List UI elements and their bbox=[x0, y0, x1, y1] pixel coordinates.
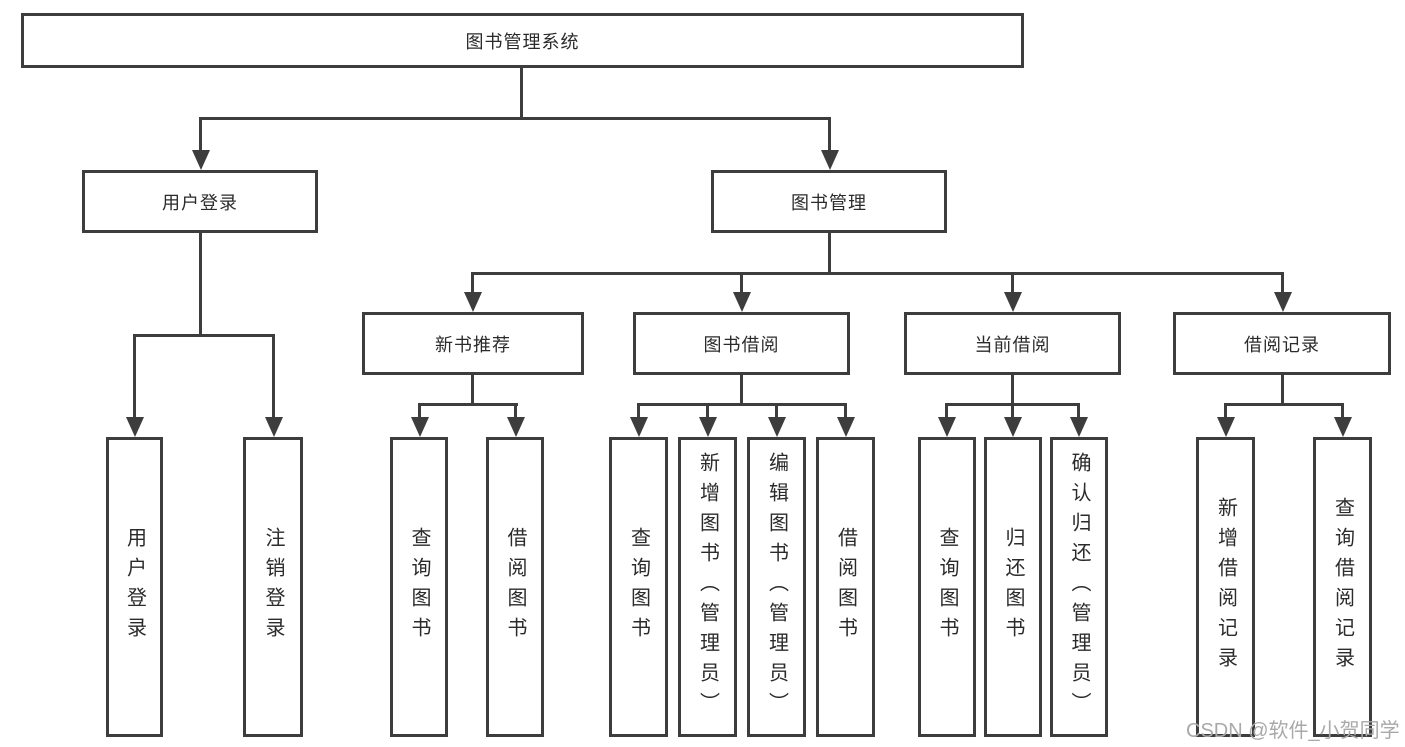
leaf-newbook-borrow-book-label: 借阅图书 bbox=[504, 527, 526, 647]
connector-to-leaf-logout bbox=[272, 334, 275, 420]
arrow-down-record-query bbox=[1334, 417, 1352, 437]
arrow-down-borrow-query bbox=[630, 417, 648, 437]
connector-root-stub bbox=[520, 68, 523, 120]
leaf-record-query-record: 查询借阅记录 bbox=[1313, 437, 1372, 737]
leaf-logout-label: 注销登录 bbox=[262, 527, 284, 647]
connector-bookborrow-stub bbox=[740, 375, 743, 406]
leaf-current-confirm-return-label: 确认归还（管理员） bbox=[1068, 452, 1090, 722]
node-book-borrow: 图书借阅 bbox=[633, 312, 850, 375]
node-borrow-record: 借阅记录 bbox=[1173, 312, 1391, 375]
leaf-borrow-borrow-book-label: 借阅图书 bbox=[834, 527, 857, 647]
leaf-logout: 注销登录 bbox=[243, 437, 303, 737]
leaf-borrow-edit-book: 编辑图书（管理员） bbox=[747, 437, 806, 737]
connector-leaf-line bbox=[945, 403, 948, 420]
watermark-csdn: CSDN @软件_小贺同学 bbox=[1186, 720, 1400, 742]
connector-newbook-hbar bbox=[418, 403, 518, 406]
connector-leaf-line bbox=[706, 403, 709, 420]
connector-to-leaf-user-login bbox=[133, 334, 136, 420]
leaf-newbook-query-book: 查询图书 bbox=[390, 437, 448, 737]
leaf-current-return-book-label: 归还图书 bbox=[1002, 527, 1024, 647]
connector-leaf-line bbox=[418, 403, 421, 420]
connector-to-new-book bbox=[471, 272, 474, 294]
leaf-user-login-label: 用户登录 bbox=[123, 527, 146, 647]
node-book-borrow-label: 图书借阅 bbox=[703, 334, 780, 355]
connector-record-hbar bbox=[1224, 403, 1344, 406]
connector-to-current-borrow bbox=[1011, 272, 1014, 294]
connector-leaf-line bbox=[775, 403, 778, 420]
connector-userlogin-stub bbox=[199, 233, 202, 337]
arrow-down-newbook-borrow bbox=[507, 417, 525, 437]
leaf-record-query-record-label: 查询借阅记录 bbox=[1331, 497, 1354, 677]
connector-bookborrow-hbar bbox=[637, 403, 847, 406]
connector-newbook-stub bbox=[471, 375, 474, 406]
arrow-down-current-return bbox=[1004, 417, 1022, 437]
arrow-down-current-borrow bbox=[1004, 292, 1022, 312]
node-library-system: 图书管理系统 bbox=[21, 13, 1024, 68]
arrow-down-newbook-query bbox=[411, 417, 429, 437]
arrow-down-leaf-logout bbox=[265, 417, 283, 437]
leaf-borrow-add-book: 新增图书（管理员） bbox=[678, 437, 737, 737]
node-library-system-label: 图书管理系统 bbox=[465, 31, 580, 52]
connector-userlogin-hbar bbox=[133, 334, 275, 337]
connector-leaf-line bbox=[514, 403, 517, 420]
arrow-down-borrow-add bbox=[699, 417, 717, 437]
node-new-book-recommend: 新书推荐 bbox=[362, 312, 584, 375]
leaf-current-query-book-label: 查询图书 bbox=[936, 527, 958, 647]
node-book-management-label: 图书管理 bbox=[791, 192, 867, 213]
arrow-down-book-management bbox=[821, 150, 839, 170]
leaf-current-return-book: 归还图书 bbox=[984, 437, 1042, 737]
leaf-borrow-add-book-label: 新增图书（管理员） bbox=[696, 452, 719, 722]
leaf-current-confirm-return: 确认归还（管理员） bbox=[1050, 437, 1108, 737]
arrow-down-book-borrow bbox=[733, 292, 751, 312]
leaf-newbook-borrow-book: 借阅图书 bbox=[486, 437, 544, 737]
arrow-down-borrow-borrow bbox=[837, 417, 855, 437]
arrow-down-record-add bbox=[1217, 417, 1235, 437]
connector-level3-hbar bbox=[471, 272, 1283, 275]
connector-to-user-login bbox=[199, 117, 202, 152]
connector-to-book-borrow bbox=[740, 272, 743, 294]
connector-leaf-line bbox=[1341, 403, 1344, 420]
node-borrow-record-label: 借阅记录 bbox=[1244, 334, 1320, 355]
connector-record-stub bbox=[1281, 375, 1284, 406]
arrow-down-current-query bbox=[938, 417, 956, 437]
arrow-down-current-confirm bbox=[1070, 417, 1088, 437]
leaf-user-login: 用户登录 bbox=[106, 437, 163, 737]
connector-currentborrow-stub bbox=[1011, 375, 1014, 406]
connector-to-borrow-record bbox=[1281, 272, 1284, 294]
arrow-down-borrow-record bbox=[1274, 292, 1292, 312]
arrow-down-user-login bbox=[192, 150, 210, 170]
leaf-borrow-query-book-label: 查询图书 bbox=[627, 527, 650, 647]
arrow-down-borrow-edit bbox=[768, 417, 786, 437]
connector-bookmgmt-stub bbox=[828, 233, 831, 275]
connector-leaf-line bbox=[1224, 403, 1227, 420]
node-user-login-label: 用户登录 bbox=[162, 192, 238, 213]
node-user-login: 用户登录 bbox=[82, 170, 318, 233]
connector-level2-hbar bbox=[199, 117, 831, 120]
leaf-record-add-record: 新增借阅记录 bbox=[1196, 437, 1255, 737]
connector-leaf-line bbox=[844, 403, 847, 420]
leaf-borrow-edit-book-label: 编辑图书（管理员） bbox=[765, 452, 788, 722]
node-current-borrow-label: 当前借阅 bbox=[974, 334, 1051, 355]
leaf-current-query-book: 查询图书 bbox=[918, 437, 976, 737]
connector-leaf-line bbox=[637, 403, 640, 420]
arrow-down-leaf-user-login bbox=[126, 417, 144, 437]
connector-leaf-line bbox=[1077, 403, 1080, 420]
connector-leaf-line bbox=[1011, 403, 1014, 420]
node-new-book-recommend-label: 新书推荐 bbox=[435, 334, 511, 355]
leaf-record-add-record-label: 新增借阅记录 bbox=[1214, 497, 1237, 677]
leaf-borrow-query-book: 查询图书 bbox=[609, 437, 668, 737]
node-current-borrow: 当前借阅 bbox=[904, 312, 1121, 375]
leaf-newbook-query-book-label: 查询图书 bbox=[408, 527, 430, 647]
arrow-down-new-book bbox=[464, 292, 482, 312]
node-book-management: 图书管理 bbox=[711, 170, 947, 233]
connector-to-book-management bbox=[828, 117, 831, 152]
leaf-borrow-borrow-book: 借阅图书 bbox=[816, 437, 875, 737]
